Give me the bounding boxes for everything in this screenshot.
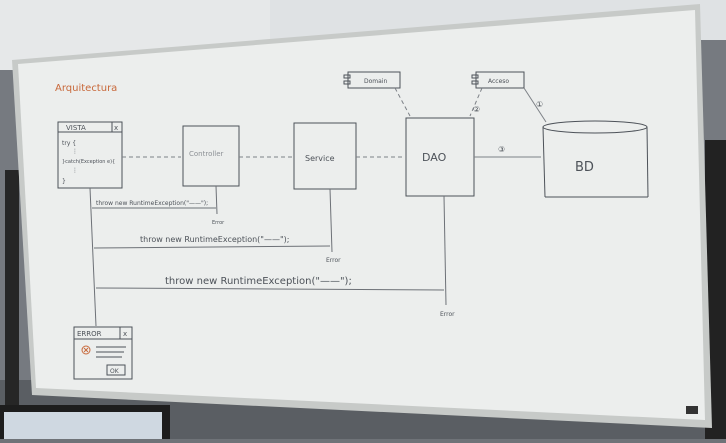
- access-label: Acceso: [488, 78, 509, 85]
- view-code-line2: ⋮: [72, 148, 78, 155]
- view-lifeline: [89, 187, 97, 327]
- step-three-label: ③: [498, 145, 505, 154]
- domain-component: [343, 71, 401, 89]
- view-code-line1: try {: [62, 140, 76, 147]
- step-one-label: ①: [536, 100, 543, 109]
- view-code-line3: }catch(Exception e){: [62, 159, 115, 165]
- error-ok-label: OK: [110, 368, 120, 375]
- error-close-icon: x: [123, 330, 127, 338]
- whiteboard-surface: [18, 10, 705, 420]
- domain-box: [347, 71, 401, 89]
- dao-label: DAO: [422, 151, 447, 164]
- lifelines: [89, 185, 447, 327]
- step-two-label: ②: [473, 105, 480, 114]
- dao-lifeline: [443, 195, 447, 306]
- access-box: [475, 71, 525, 89]
- service-box: [293, 122, 357, 190]
- service-exception: throw new RuntimeException("——");: [140, 235, 289, 244]
- return-service-line: [93, 245, 331, 249]
- board-title: Arquitectura: [55, 83, 117, 94]
- access-component: [471, 71, 525, 89]
- return-dao-line: [95, 287, 445, 291]
- error-dialog-box: [73, 326, 133, 380]
- dashed-arrows: [122, 87, 483, 158]
- service-error-label: Error: [326, 257, 341, 264]
- arrow-access-db: [523, 87, 547, 123]
- dao-error-label: Error: [440, 311, 455, 318]
- service-lifeline: [329, 188, 333, 253]
- db-right-side: [646, 126, 649, 198]
- domain-label: Domain: [364, 78, 387, 85]
- monitor-screen: [4, 412, 162, 439]
- dao-exception: throw new RuntimeException("——");: [165, 276, 352, 287]
- view-code-line4: ⋮: [72, 167, 78, 174]
- error-stop-icon-cross2: [83, 347, 89, 353]
- dark-stand-left: [5, 170, 19, 410]
- db-left-side: [542, 126, 546, 198]
- controller-exception: throw new RuntimeException("——");: [96, 200, 208, 207]
- db-label: BD: [575, 160, 594, 175]
- service-label: Service: [305, 154, 335, 163]
- dark-stand-right: [705, 140, 726, 440]
- error-ok-button: [106, 364, 126, 376]
- domain-port-top: [343, 74, 351, 79]
- error-dialog: [73, 326, 133, 380]
- error-dialog-title: ERROR: [77, 330, 102, 338]
- domain-port-bottom: [343, 80, 351, 85]
- access-port-top: [471, 74, 479, 79]
- controller-error-label: Error: [212, 220, 225, 226]
- controller-label: Controller: [189, 150, 224, 158]
- arrow-dao-access: [469, 87, 483, 117]
- access-port-bottom: [471, 80, 479, 85]
- controller-box: [182, 125, 240, 187]
- view-close-icon: x: [114, 124, 118, 132]
- controller-lifeline: [215, 185, 218, 215]
- error-stop-icon: [81, 345, 91, 355]
- db-cylinder: [542, 120, 649, 198]
- eraser: [686, 406, 698, 414]
- arrow-dao-domain: [394, 87, 411, 117]
- view-title: VISTA: [66, 124, 86, 132]
- view-code-line5: }: [62, 178, 66, 185]
